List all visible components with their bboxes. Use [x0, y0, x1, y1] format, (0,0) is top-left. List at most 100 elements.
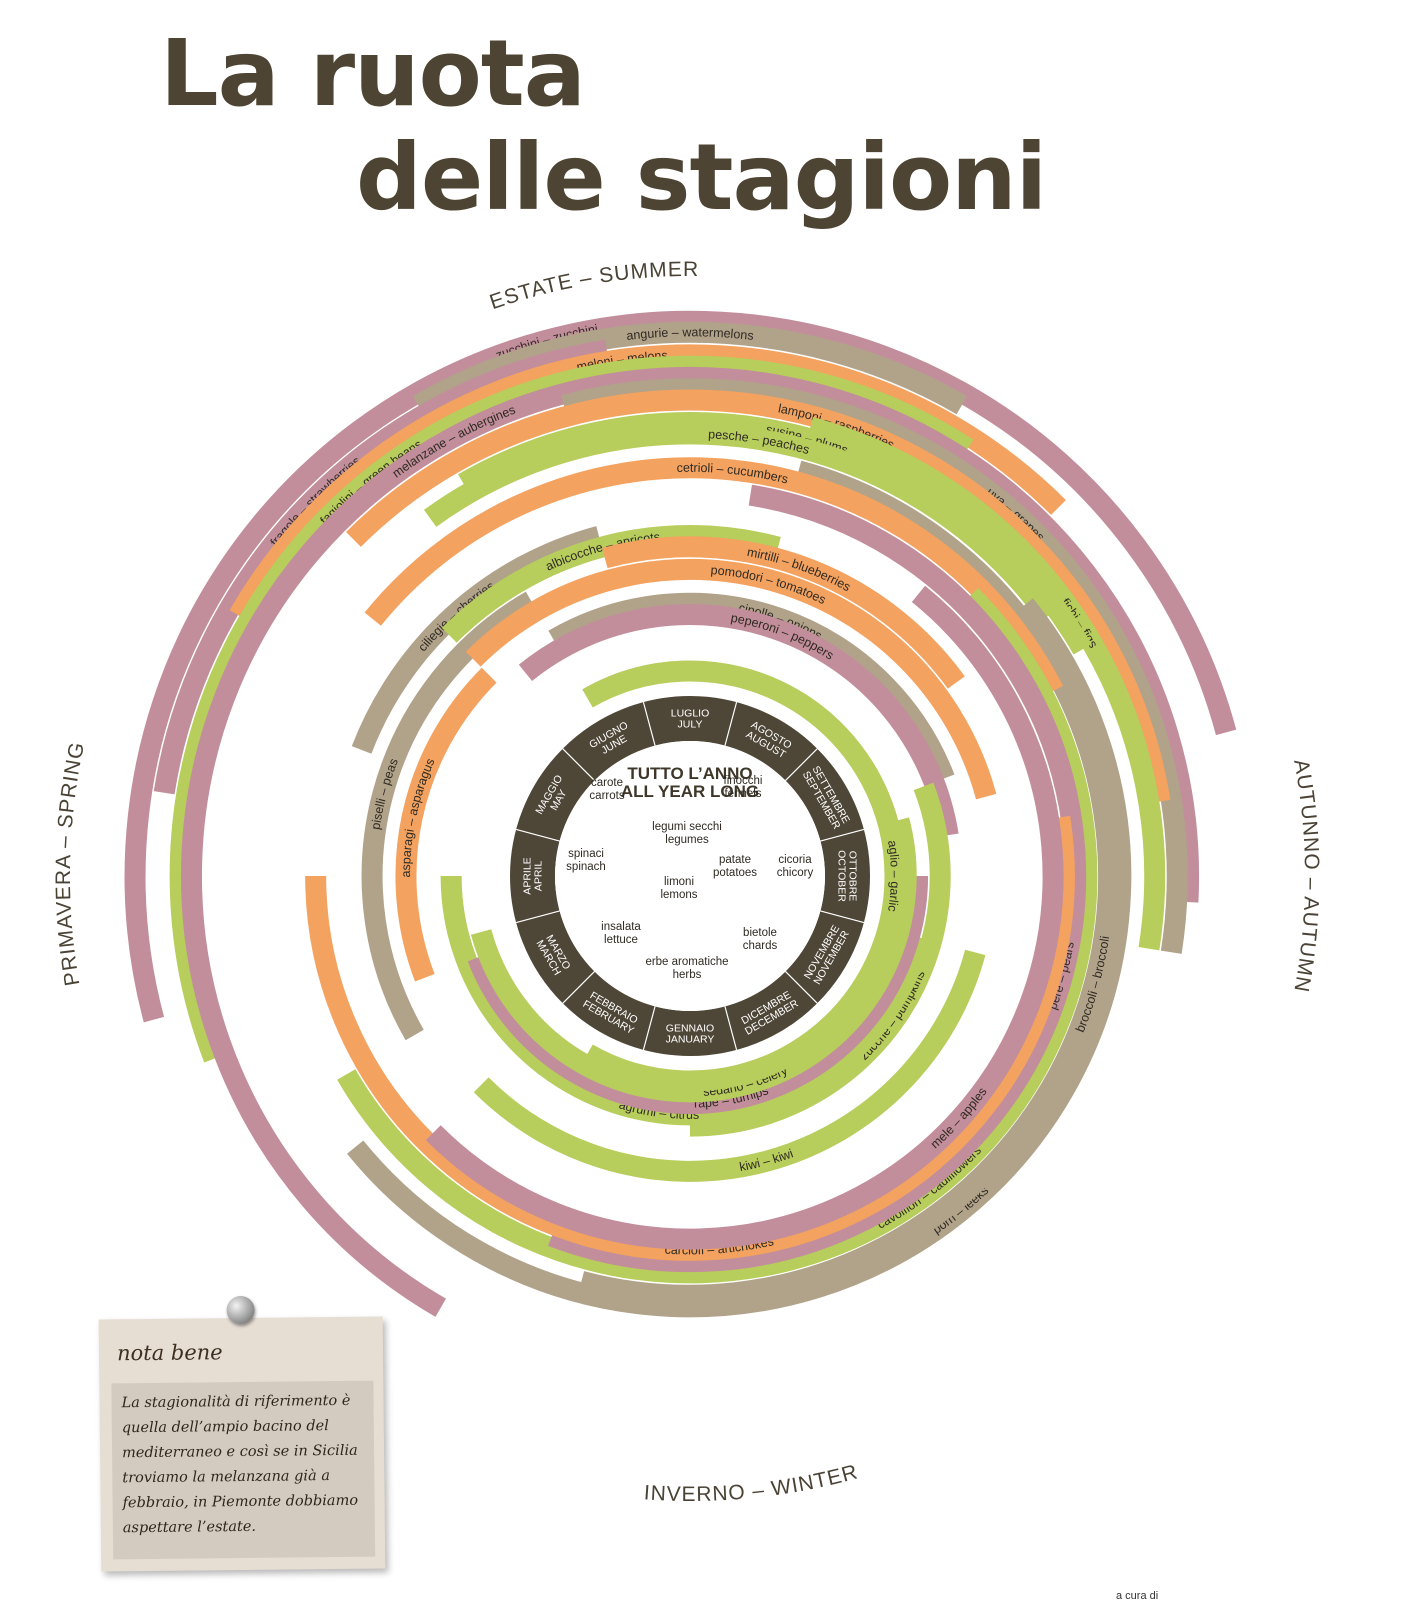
month-october: OTTOBREOCTOBER [820, 828, 865, 902]
month-ring-band [510, 696, 870, 1056]
month-label: APRILEAPRIL [522, 857, 545, 894]
center-title-2: ALL YEAR LONG [621, 782, 759, 801]
note-text: La stagionalità di riferimento è quella … [111, 1380, 376, 1560]
ring-band [441, 525, 781, 643]
ring-band [561, 378, 1188, 954]
ring-piselli-peas: piselli – peas [361, 591, 537, 1041]
credit-text: a cura di [1116, 1590, 1159, 1602]
title-line-1: La ruota [160, 20, 586, 127]
ring-band [180, 367, 1199, 1317]
ring-label: aglio – garlic [885, 839, 902, 912]
season-label-guide [70, 652, 112, 1077]
season-label: PRIMAVERA – SPRING [52, 740, 89, 988]
nota-bene-card: nota bene La stagionalità di riferimento… [98, 1295, 386, 1572]
month-divider [724, 701, 738, 746]
ring-band [602, 536, 965, 689]
month-april: APRILEAPRIL [515, 857, 560, 924]
ring-band [807, 417, 1166, 951]
ring-label: cetrioli – cucumbers [676, 461, 789, 487]
ring-band [361, 591, 537, 1041]
ring-band [169, 355, 974, 1063]
ring-band [412, 321, 968, 415]
season-winter: INVERNO – WINTER [643, 1460, 860, 1506]
month-label: OTTOBREOCTOBER [836, 850, 859, 902]
page-title: La ruota delle stagioni [160, 20, 1047, 231]
season-label: INVERNO – WINTER [643, 1460, 860, 1506]
ring-band [423, 423, 1057, 623]
ring-band [229, 344, 1066, 621]
ring-band [689, 782, 951, 1137]
month-divider [785, 971, 818, 1004]
center-disc [555, 741, 825, 1011]
ring-band [425, 585, 1064, 1250]
season-label: AUTUNNO – AUTUMN [1289, 758, 1323, 995]
month-divider [820, 828, 865, 842]
ring-band [470, 817, 917, 1103]
season-label: ESTATE – SUMMER [487, 258, 699, 314]
ring-aglio-garlic: aglio – garlic [582, 660, 906, 1092]
ring-band [582, 660, 906, 1092]
ring-band [548, 484, 1087, 1273]
ring-band [518, 604, 959, 837]
month-divider [642, 701, 656, 746]
ring-label: angurie – watermelons [626, 325, 755, 343]
ring-band [578, 460, 1120, 1306]
ring-band [458, 412, 1092, 655]
ring-band [351, 526, 602, 754]
title-line-2: delle stagioni [356, 124, 1047, 231]
month-divider [724, 1006, 738, 1051]
ring-band [440, 875, 931, 1126]
ring-band [548, 592, 955, 783]
center-title-1: TUTTO L’ANNO [627, 764, 752, 783]
ring-band [364, 457, 1064, 696]
month-divider [785, 748, 818, 781]
month-divider [642, 1006, 656, 1051]
ring-angurie-watermelons: angurie – watermelons [412, 321, 968, 415]
ring-band [473, 949, 986, 1182]
ring-band [347, 598, 1132, 1318]
month-divider [820, 910, 865, 924]
season-spring: PRIMAVERA – SPRING [52, 652, 112, 1077]
season-label-guide [1268, 665, 1305, 1087]
ring-band [467, 875, 929, 1115]
month-divider [515, 910, 560, 924]
note-title: nota bene [116, 1340, 223, 1366]
month-divider [562, 748, 595, 781]
ring-band [337, 587, 1098, 1284]
month-divider [515, 828, 560, 842]
ring-band [395, 667, 497, 982]
ring-band [305, 815, 1075, 1261]
month-divider [562, 971, 595, 1004]
push-pin-icon [226, 1295, 255, 1325]
ring-band [465, 558, 997, 800]
